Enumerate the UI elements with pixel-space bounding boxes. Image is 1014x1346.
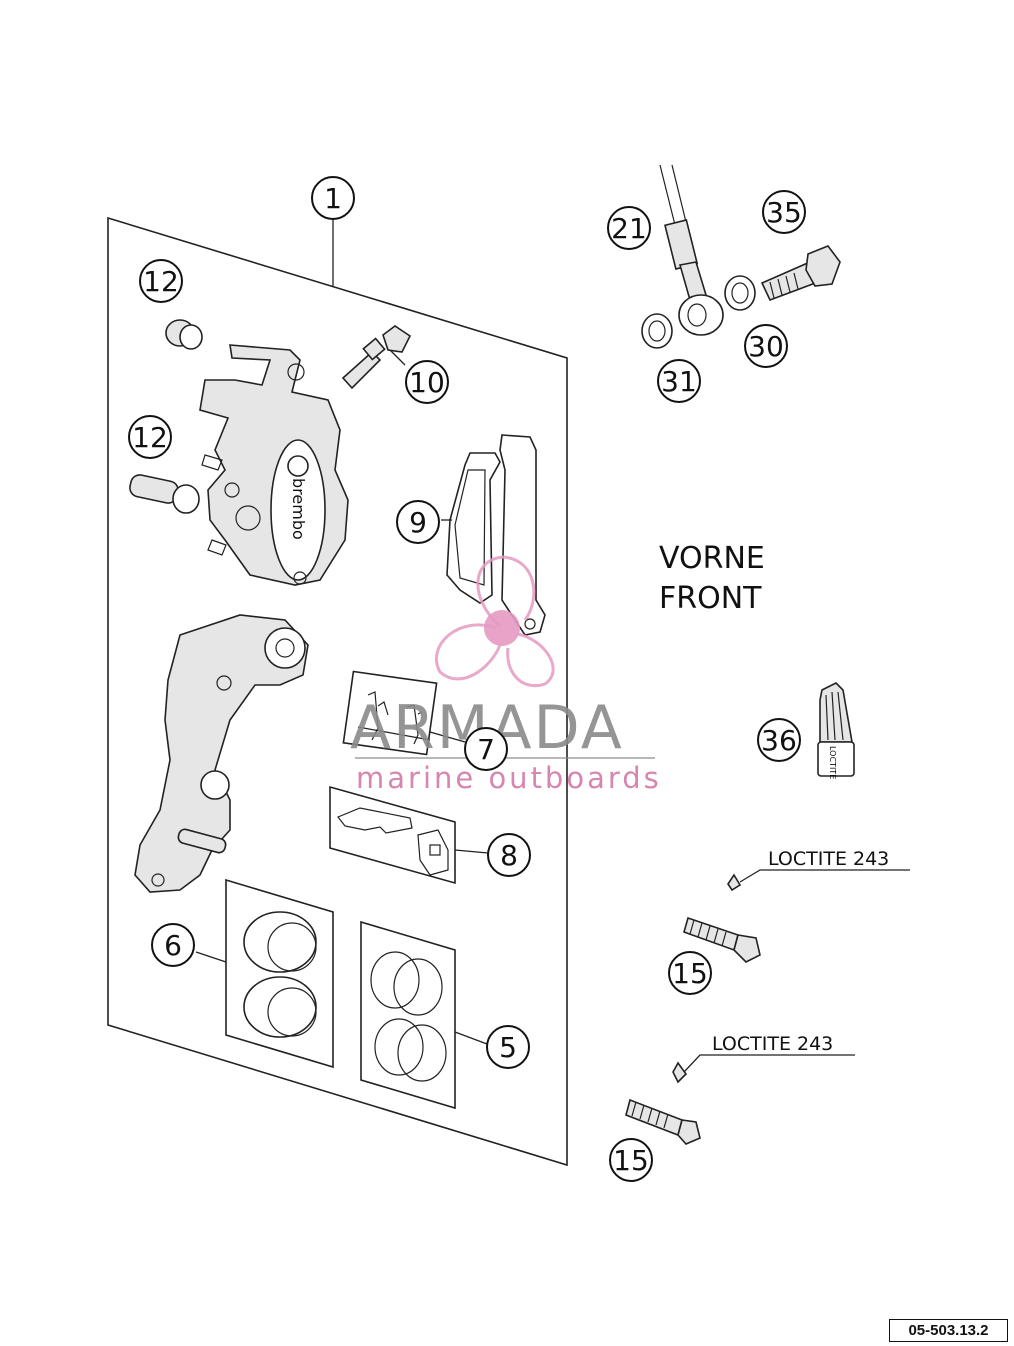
svg-text:6: 6 [164,929,182,962]
loctite-tube-36: LOCTITE [817,682,855,779]
svg-text:5: 5 [499,1031,517,1064]
callout-9: 9 [396,500,440,544]
leader-5 [454,1031,488,1045]
banjo-bolt-35 [760,245,841,302]
caliper-brand: brembo [289,478,308,540]
diagram-reference-number: 05-503.13.2 [889,1319,1008,1342]
callout-10: 10 [405,360,449,404]
svg-text:36: 36 [761,724,797,757]
svg-text:15: 15 [672,957,708,990]
leader-loctite-b [683,1054,855,1073]
callout-1: 1 [311,176,355,220]
leader-7 [429,731,466,743]
svg-text:12: 12 [132,421,168,454]
pin-kit-7 [342,670,438,756]
callout-6: 6 [151,923,195,967]
piston-kit-6 [225,878,334,1069]
seal-kit-5 [360,920,456,1110]
leader-loctite-a [739,869,910,883]
brake-line-21 [659,164,724,336]
plug-12a [165,319,203,350]
svg-text:21: 21 [611,212,647,245]
label-vorne: VORNE [659,541,765,576]
brake-caliper: brembo [199,344,349,586]
callout-35: 35 [762,190,806,234]
watermark-subtitle: marine outboards [356,761,662,795]
callout-31: 31 [657,359,701,403]
svg-text:30: 30 [748,330,784,363]
svg-text:9: 9 [409,506,427,539]
screw-15b [625,1061,701,1145]
svg-text:1: 1 [324,182,342,215]
svg-text:15: 15 [613,1144,649,1177]
svg-text:31: 31 [661,365,697,398]
bleeder-screw-10 [341,325,412,390]
svg-text:8: 8 [500,839,518,872]
tube-brand: LOCTITE [828,746,837,779]
callout-8: 8 [487,833,531,877]
screw-15a [683,873,761,963]
callout-12b: 12 [128,415,172,459]
label-loctite-a: LOCTITE 243 [768,848,889,870]
label-front: FRONT [659,581,762,616]
leader-6 [195,951,227,963]
callout-15a: 15 [668,951,712,995]
propeller-logo [434,555,555,688]
svg-text:35: 35 [766,196,802,229]
callout-21: 21 [607,206,651,250]
callout-15b: 15 [609,1138,653,1182]
leader-8 [454,849,489,854]
callout-30: 30 [744,324,788,368]
washer-30 [724,275,756,311]
svg-text:10: 10 [409,366,445,399]
label-loctite-b: LOCTITE 243 [712,1033,833,1055]
caliper-bracket [134,614,309,893]
spring-kit-8 [329,785,456,885]
callout-12a: 12 [139,259,183,303]
svg-text:7: 7 [477,733,495,766]
bolt-12b [129,474,200,514]
callout-7: 7 [464,727,508,771]
callout-36: 36 [757,718,801,762]
washer-31 [641,313,673,349]
leader-10 [389,349,406,366]
svg-text:12: 12 [143,265,179,298]
callout-5: 5 [486,1025,530,1069]
